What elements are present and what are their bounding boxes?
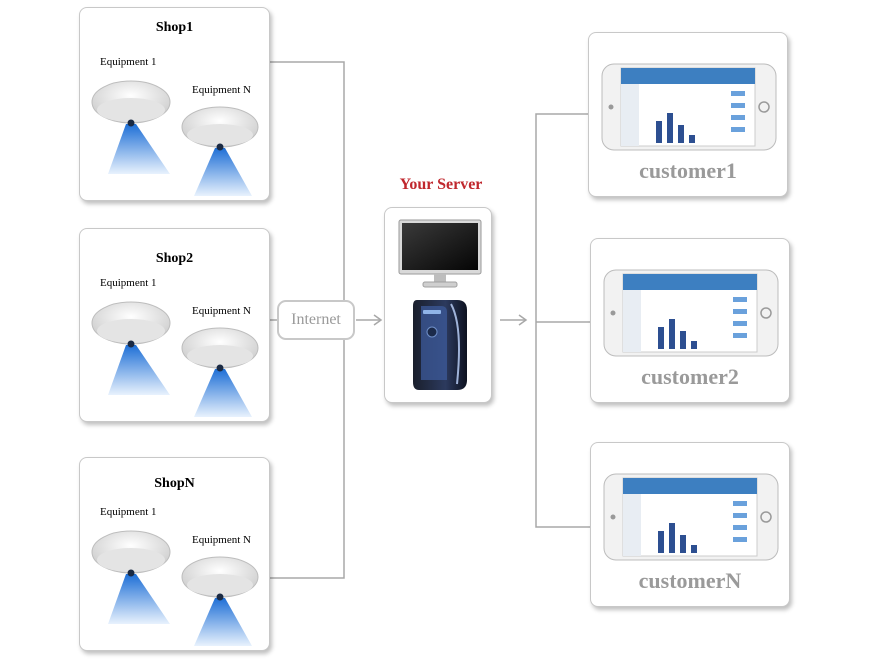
customer-label: customer1	[639, 158, 737, 183]
monitor-icon	[398, 219, 482, 288]
customer-box-n: customerN	[590, 442, 790, 607]
shop-title: Shop1	[155, 20, 194, 35]
server-box	[384, 207, 492, 403]
customer-label: customer2	[641, 364, 739, 389]
shop-box-1: Shop1 Equipment 1 Equipment N	[79, 7, 270, 201]
sensor-icon	[91, 301, 171, 395]
sensor-icon	[181, 556, 259, 646]
customer-label: customerN	[638, 568, 742, 593]
equipment-n-label: Equipment N	[192, 534, 251, 546]
server-title: Your Server	[399, 176, 483, 193]
customer-box-2: customer2	[590, 238, 790, 403]
shop-box-n: ShopN Equipment 1 Equipment N	[79, 457, 270, 651]
phone-icon	[603, 473, 779, 561]
equipment-1-label: Equipment 1	[100, 56, 157, 68]
equipment-1-label: Equipment 1	[100, 506, 157, 518]
shop-title: ShopN	[154, 476, 195, 491]
customer-box-1: customer1	[588, 32, 788, 197]
shop-box-2: Shop2 Equipment 1 Equipment N	[79, 228, 270, 422]
sensor-icon	[181, 327, 259, 417]
phone-icon	[603, 269, 779, 357]
equipment-1-label: Equipment 1	[100, 277, 157, 289]
internet-node: Internet	[277, 300, 355, 340]
phone-icon	[601, 63, 777, 151]
sensor-icon	[91, 530, 171, 624]
shop-title: Shop2	[155, 251, 194, 266]
server-tower-icon	[413, 300, 467, 390]
sensor-icon	[91, 80, 171, 174]
equipment-n-label: Equipment N	[192, 305, 251, 317]
equipment-n-label: Equipment N	[192, 84, 251, 96]
sensor-icon	[181, 106, 259, 196]
